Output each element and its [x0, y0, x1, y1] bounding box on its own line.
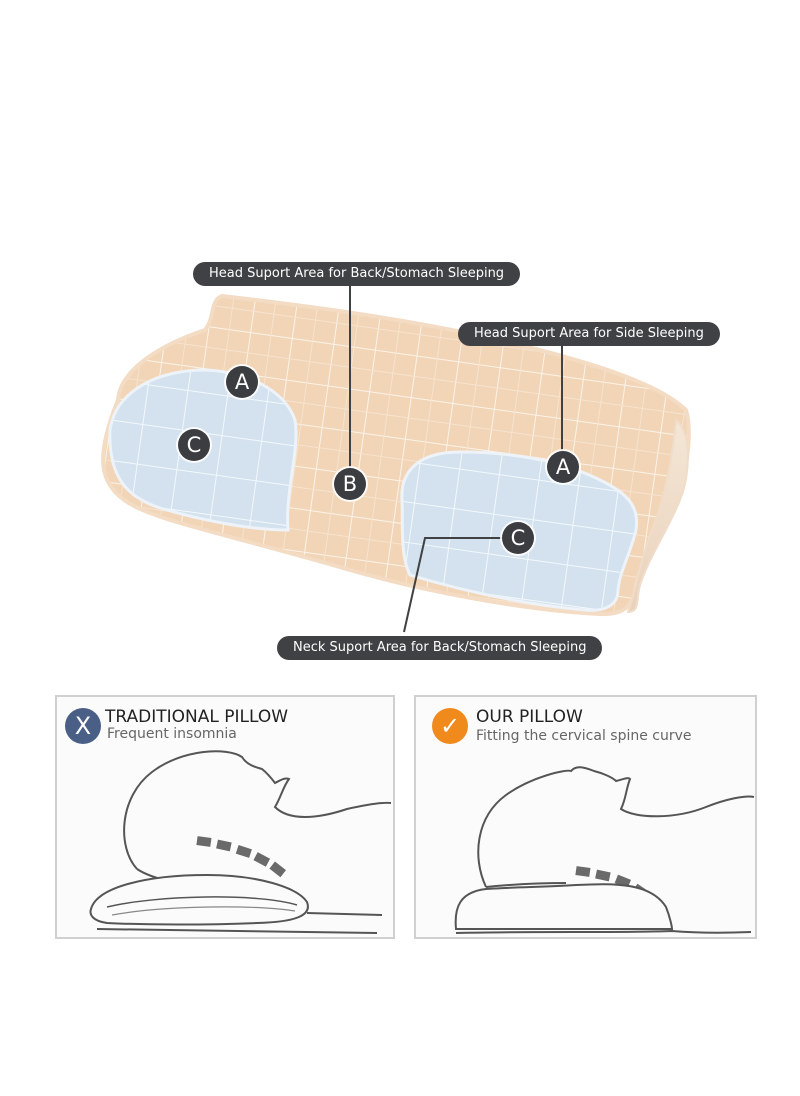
- zone-marker-c-right: C: [502, 522, 534, 554]
- zone-marker-b-center: B: [334, 468, 366, 500]
- our-pillow-title: OUR PILLOW: [476, 707, 583, 727]
- zone-marker-a-left: A: [226, 366, 258, 398]
- zone-marker-a-right: A: [547, 451, 579, 483]
- traditional-pillow-diagram: [89, 750, 392, 934]
- callout-neck-back-stomach: Neck Suport Area for Back/Stomach Sleepi…: [277, 636, 603, 660]
- our-pillow-subtitle: Fitting the cervical spine curve: [476, 728, 692, 744]
- pillow-side-end: [626, 418, 689, 614]
- our-pillow-diagram: [454, 766, 755, 934]
- callout-line-c-right: [403, 537, 502, 633]
- callout-head-back-stomach: Head Suport Area for Back/Stomach Sleepi…: [193, 262, 521, 286]
- checkmark-icon: ✓: [432, 708, 468, 744]
- zone-marker-c-left: C: [178, 429, 210, 461]
- x-icon: X: [65, 708, 101, 744]
- traditional-pillow-title: TRADITIONAL PILLOW: [105, 707, 289, 727]
- our-pillow-panel: ✓ OUR PILLOW Fitting the cervical spine …: [414, 695, 757, 939]
- traditional-pillow-panel: X TRADITIONAL PILLOW Frequent insomnia: [55, 695, 395, 939]
- callout-head-side: Head Suport Area for Side Sleeping: [458, 322, 720, 346]
- traditional-pillow-subtitle: Frequent insomnia: [107, 726, 237, 742]
